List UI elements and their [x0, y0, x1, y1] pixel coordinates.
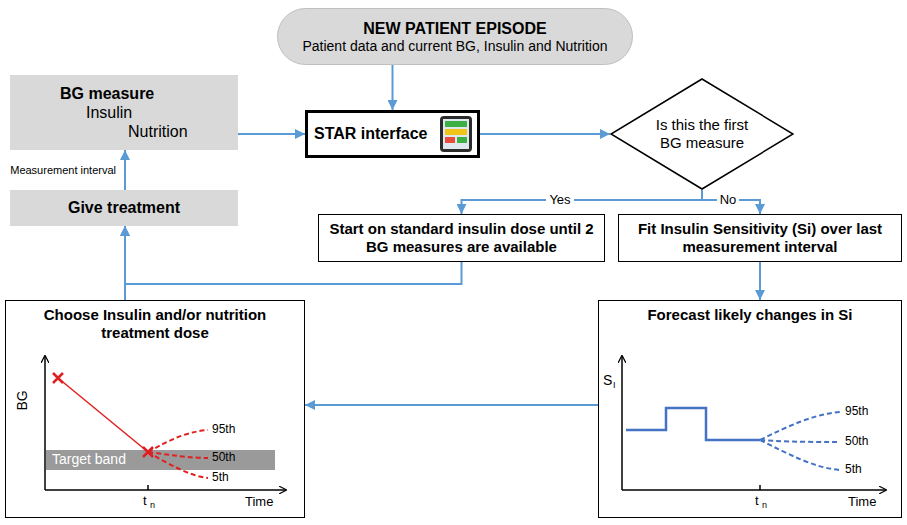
node-text: Start on standard insulin dose until 2 B… [327, 220, 596, 256]
bg-history-line [58, 378, 148, 452]
percentile-label: 50th [845, 434, 868, 449]
flow-arrow [702, 190, 760, 214]
x-axis [622, 489, 886, 491]
subscript: n [150, 499, 155, 511]
process-box: Start on standard insulin dose until 2 B… [318, 214, 605, 262]
node-text: STAR interface [314, 124, 428, 143]
bg-chart [45, 356, 286, 490]
action-box: Give treatment [10, 190, 238, 226]
process-box: Fit Insulin Sensitivity (Si) over last m… [618, 214, 902, 262]
node-text: Insulin [86, 103, 132, 122]
si-chart [622, 356, 886, 490]
percentile-label: 5th [845, 462, 862, 477]
flow-arrow [305, 404, 598, 406]
node-text: Fit Insulin Sensitivity (Si) over last m… [627, 220, 893, 256]
percentile-label: 95th [845, 404, 868, 419]
flow-arrow [480, 133, 610, 135]
si-history-line [626, 408, 760, 440]
flow-arrow [759, 262, 761, 300]
node-text: Choose Insulin and/or nutrition treatmen… [36, 306, 274, 342]
axis-tick-label: t [143, 493, 147, 509]
x-axis [45, 489, 286, 491]
flow-arrow [238, 133, 305, 135]
flow-arrow [124, 150, 126, 190]
tablet-row [457, 137, 467, 143]
node-text: Is this the first BG measure [644, 116, 760, 152]
diamond-shape [611, 79, 793, 189]
percentile-label: 50th [212, 450, 235, 465]
interface-box: STAR interface [305, 110, 480, 158]
decision-diamond: Is this the first BG measure [610, 78, 794, 190]
tablet-row [445, 121, 467, 127]
edge-label: Yes [546, 192, 573, 208]
tablet-screen [443, 119, 469, 149]
y-axis [44, 356, 46, 490]
input-box: BG measureInsulinNutrition [10, 75, 238, 150]
axis-tick [759, 485, 761, 490]
node-text: NEW PATIENT EPISODE [363, 19, 546, 38]
band-label: Target band [52, 451, 126, 468]
node-text: Nutrition [128, 122, 188, 141]
flow-arrow [392, 65, 394, 110]
flow-arrow [124, 226, 126, 300]
node-text: BG measure [60, 84, 154, 103]
percentile-label: 5th [212, 470, 229, 485]
tablet-icon [440, 116, 472, 152]
tablet-row [445, 137, 455, 143]
axis-label: S [603, 372, 612, 389]
panel-box: Choose Insulin and/or nutrition treatmen… [5, 300, 305, 518]
flow-arrow [462, 190, 703, 214]
tablet-body [440, 116, 472, 152]
y-axis [621, 356, 623, 490]
node-text: Give treatment [68, 198, 180, 217]
axis-label: Time [848, 494, 876, 510]
start-terminal: NEW PATIENT EPISODEPatient data and curr… [277, 8, 632, 65]
subscript: n [762, 499, 767, 511]
axis-label: Time [245, 494, 273, 510]
edge-label: No [717, 192, 740, 208]
node-text: Patient data and current BG, Insulin and… [302, 38, 607, 55]
edge-label: Measurement interval [7, 162, 119, 178]
bg-measure-mark [53, 373, 153, 457]
subscript: I [613, 379, 616, 391]
axis-tick-label: t [755, 493, 759, 509]
node-text: Forecast likely changes in Si [647, 306, 852, 324]
percentile-label: 95th [212, 422, 235, 437]
tablet-row [445, 129, 467, 135]
si-forecast-curve [760, 412, 840, 470]
axis-label: BG [14, 390, 31, 410]
bg-forecast-curve [148, 430, 208, 478]
axis-tick [147, 485, 149, 490]
